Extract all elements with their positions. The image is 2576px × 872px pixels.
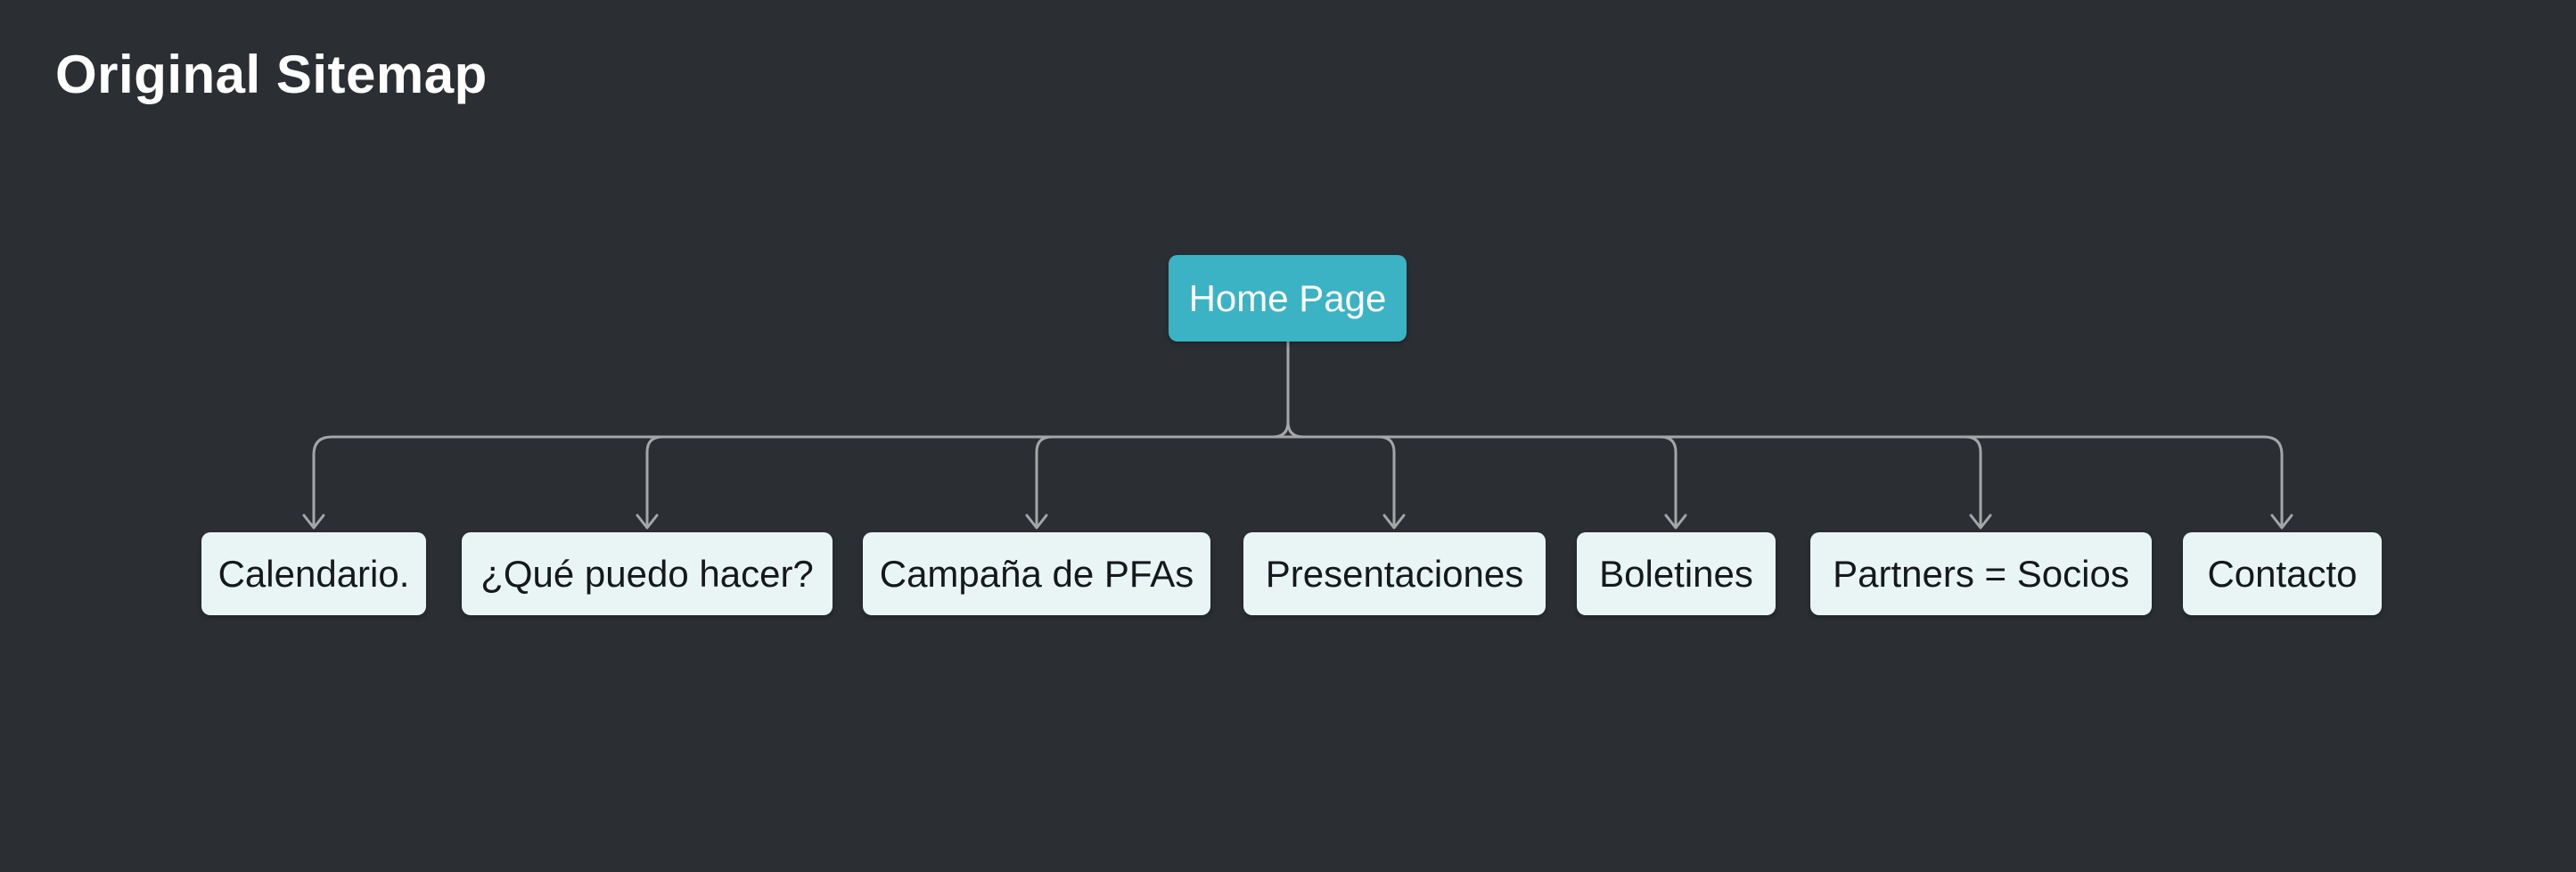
arrowhead-icon — [1664, 514, 1687, 530]
arrowhead-icon — [1969, 514, 1992, 530]
arrowhead-icon — [1025, 514, 1048, 530]
arrowhead-icon — [1382, 514, 1406, 530]
page-title: Original Sitemap — [55, 45, 488, 104]
connector-branch-4 — [1377, 435, 1396, 529]
connector-trunk — [1271, 340, 1305, 439]
arrowhead-icon — [302, 514, 325, 530]
arrowhead-icon — [2270, 514, 2293, 530]
node-contacto[interactable]: Contacto — [2183, 532, 2382, 615]
connector-branch-2 — [645, 435, 664, 529]
arrowhead-icon — [636, 514, 659, 530]
node-campana-de-pfas[interactable]: Campaña de PFAs — [863, 532, 1210, 615]
connector-rail — [312, 435, 2284, 529]
connector-branch-3 — [1035, 435, 1054, 529]
node-presentaciones[interactable]: Presentaciones — [1243, 532, 1546, 615]
node-home-page[interactable]: Home Page — [1169, 255, 1407, 341]
node-boletines[interactable]: Boletines — [1577, 532, 1776, 615]
node-que-puedo-hacer[interactable]: ¿Qué puedo hacer? — [462, 532, 833, 615]
connector-branch-6 — [1964, 435, 1982, 529]
node-calendario[interactable]: Calendario. — [201, 532, 426, 615]
connector-branch-5 — [1659, 435, 1678, 529]
node-partners-socios[interactable]: Partners = Socios — [1810, 532, 2152, 615]
